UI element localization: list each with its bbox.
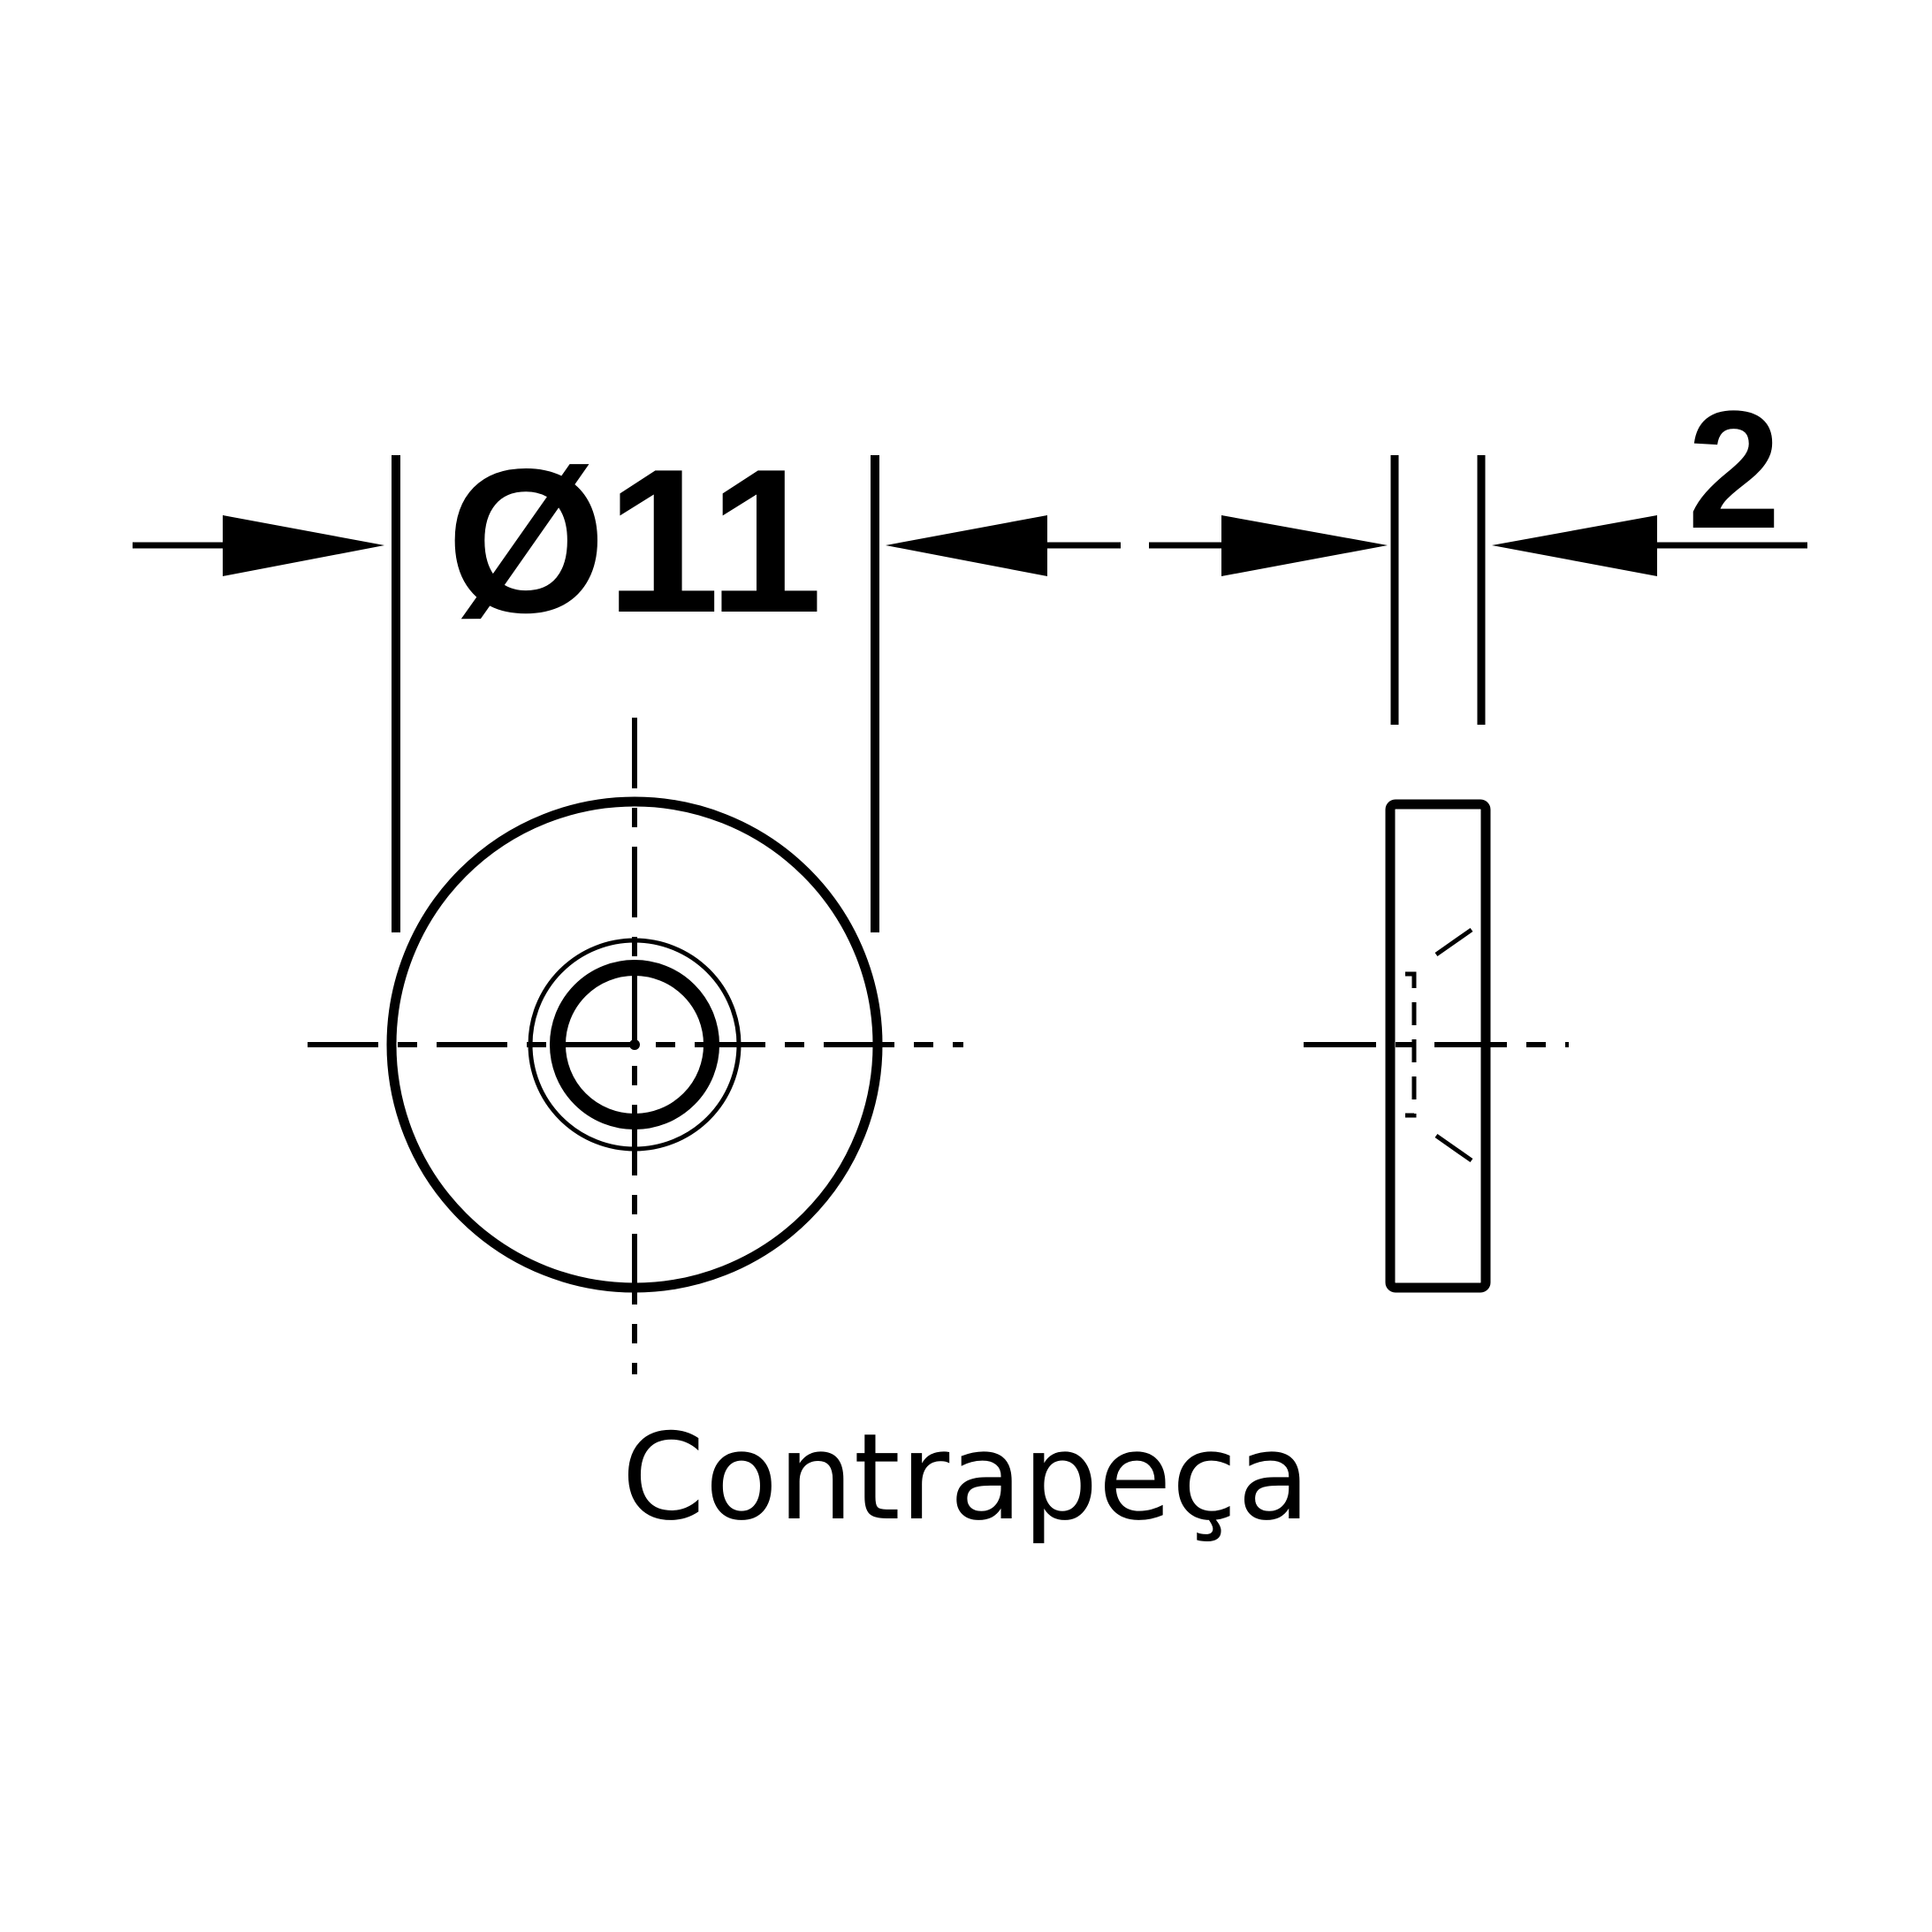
- caption: Contrapeça: [621, 1408, 1310, 1547]
- thickness-arrow-left: [1221, 515, 1388, 576]
- diameter-label: Ø11: [446, 427, 823, 656]
- diameter-arrow-left: [223, 515, 384, 576]
- diameter-arrow-right: [886, 515, 1047, 576]
- side-view: 2: [1149, 377, 1807, 1293]
- front-view: Ø11: [133, 427, 1121, 1374]
- thickness-arrow-right: [1492, 515, 1657, 576]
- center-mark: [629, 1039, 640, 1050]
- thickness-label: 2: [1687, 377, 1781, 564]
- side-chamfer-lower: [1434, 1133, 1473, 1163]
- side-chamfer-upper: [1434, 927, 1473, 957]
